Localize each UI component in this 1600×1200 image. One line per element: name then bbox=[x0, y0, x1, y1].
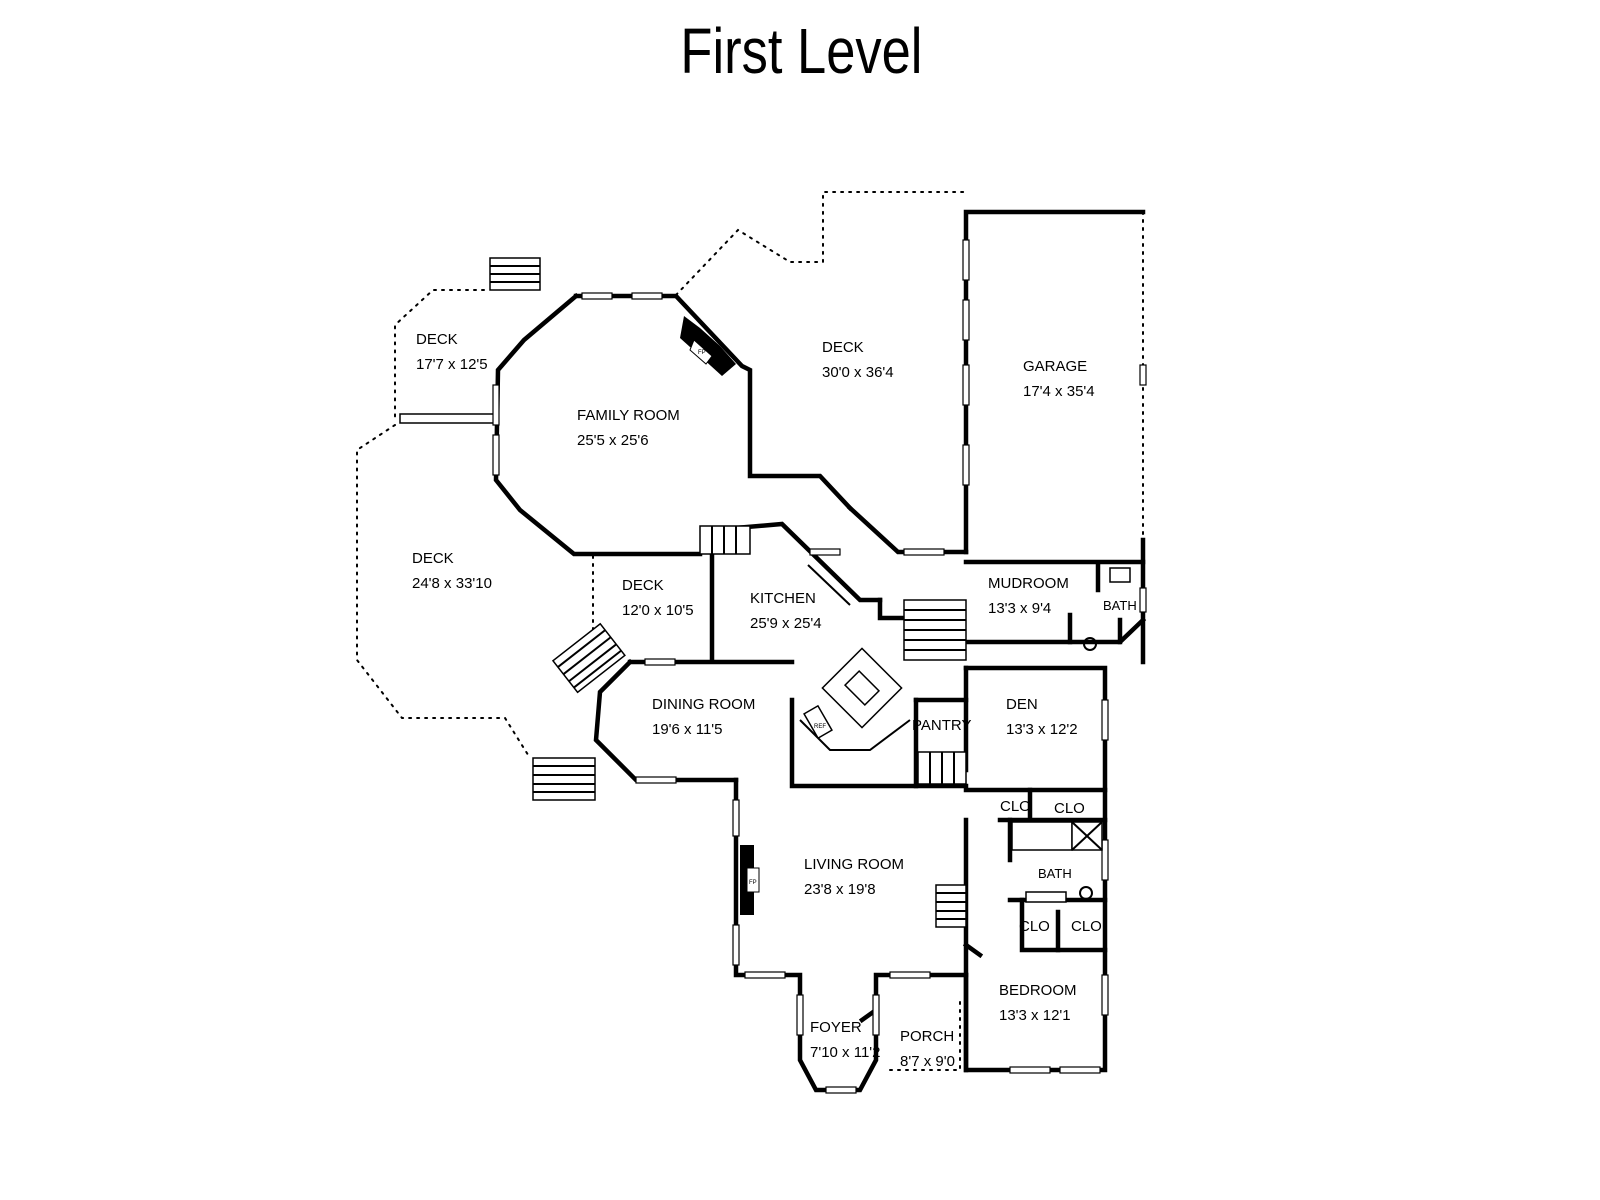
room-dims: 12'0 x 10'5 bbox=[622, 602, 694, 619]
bath-label: BATH bbox=[1038, 866, 1072, 881]
interior-stairs bbox=[699, 525, 967, 928]
room-dims: 7'10 x 11'2 bbox=[810, 1044, 881, 1061]
room-labels: DECK 17'7 x 12'5 FAMILY ROOM 25'5 x 25'6… bbox=[412, 331, 1137, 1070]
closet-label: CLO bbox=[1000, 798, 1031, 815]
room-dims: 25'9 x 25'4 bbox=[750, 615, 822, 632]
room-dims: 23'8 x 19'8 bbox=[804, 881, 876, 898]
closet-label: CLO bbox=[1019, 918, 1050, 935]
pantry-label: PANTRY bbox=[912, 717, 971, 734]
room-dims: 13'3 x 12'1 bbox=[999, 1007, 1071, 1024]
closet-label: CLO bbox=[1071, 918, 1102, 935]
plan-title: First Level bbox=[680, 15, 923, 87]
room-dims: 17'4 x 35'4 bbox=[1023, 383, 1095, 400]
room-dims: 17'7 x 12'5 bbox=[416, 356, 488, 373]
room-name: KITCHEN bbox=[750, 590, 816, 607]
room-name: PORCH bbox=[900, 1028, 954, 1045]
room-name: FAMILY ROOM bbox=[577, 407, 680, 424]
fireplace-label: FP bbox=[749, 880, 757, 886]
room-name: DECK bbox=[622, 577, 664, 594]
room-name: DEN bbox=[1006, 696, 1038, 713]
room-name: DECK bbox=[822, 339, 864, 356]
bath-label: BATH bbox=[1103, 598, 1137, 613]
room-name: DECK bbox=[412, 550, 454, 567]
room-name: MUDROOM bbox=[988, 575, 1069, 592]
room-name: DECK bbox=[416, 331, 458, 348]
room-name: GARAGE bbox=[1023, 358, 1087, 375]
room-dims: 13'3 x 12'2 bbox=[1006, 721, 1078, 738]
fireplace-label: FP bbox=[698, 350, 706, 356]
room-dims: 19'6 x 11'5 bbox=[652, 721, 723, 738]
deck-outlines bbox=[356, 191, 1144, 1071]
windows bbox=[492, 239, 1147, 1094]
room-dims: 8'7 x 9'0 bbox=[900, 1053, 955, 1070]
room-dims: 24'8 x 33'10 bbox=[412, 575, 492, 592]
ref-label: REF bbox=[814, 724, 826, 730]
room-dims: 13'3 x 9'4 bbox=[988, 600, 1051, 617]
exterior-stairs bbox=[399, 257, 626, 801]
fixtures: FP FP REF bbox=[680, 316, 1131, 903]
walls bbox=[493, 209, 1147, 1093]
room-dims: 25'5 x 25'6 bbox=[577, 432, 649, 449]
room-name: BEDROOM bbox=[999, 982, 1077, 999]
room-name: DINING ROOM bbox=[652, 696, 755, 713]
closet-label: CLO bbox=[1054, 800, 1085, 817]
room-name: FOYER bbox=[810, 1019, 862, 1036]
room-dims: 30'0 x 36'4 bbox=[822, 364, 894, 381]
room-name: LIVING ROOM bbox=[804, 856, 904, 873]
